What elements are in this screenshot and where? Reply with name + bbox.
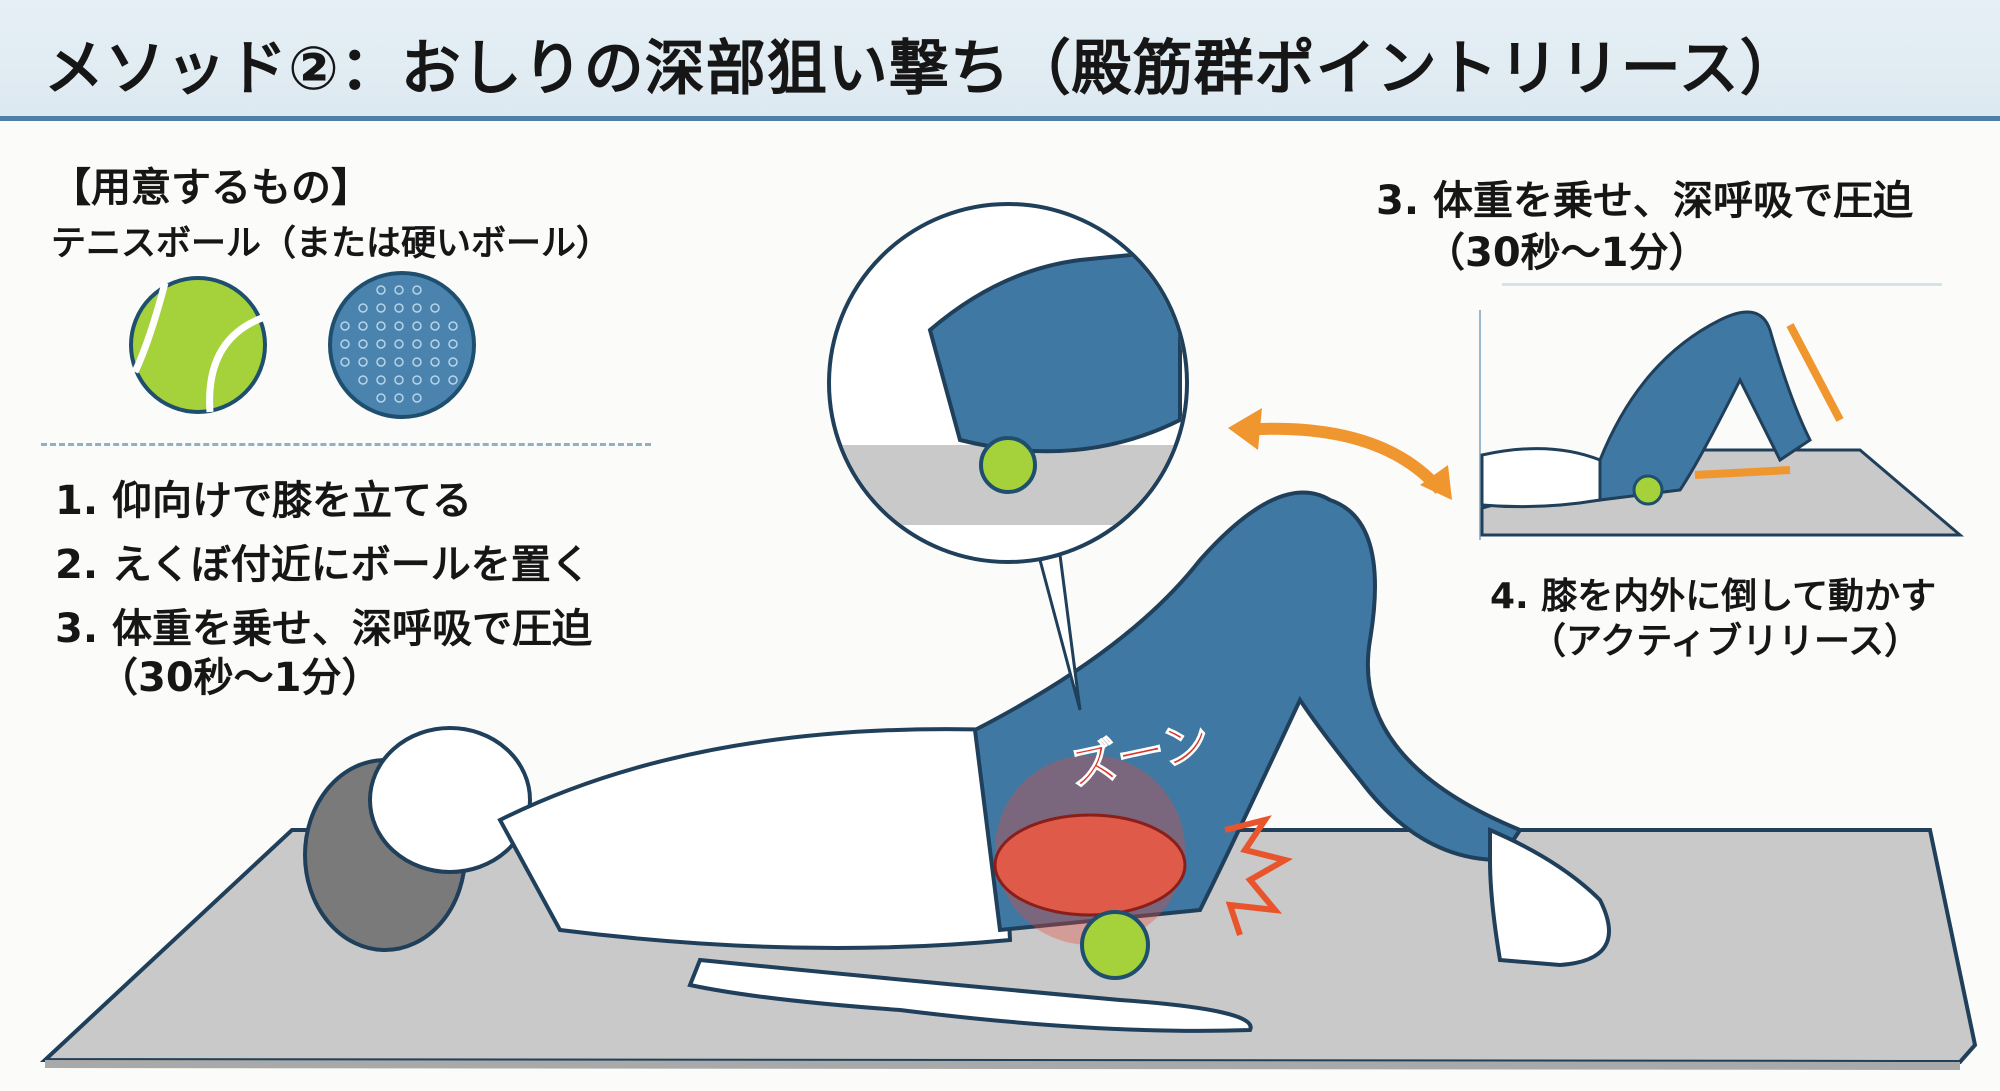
ball-dimple <box>412 285 422 295</box>
ball-dimple <box>430 357 440 367</box>
glute-muscle-highlight <box>993 755 1187 945</box>
supplies-item: テニスボール（または硬いボール） <box>51 224 612 264</box>
ball-dimple <box>376 375 386 385</box>
hard-ball-icon <box>328 271 476 419</box>
ball-dimple <box>376 393 386 403</box>
ball-dimple <box>394 357 404 367</box>
right-step-4: 4. 膝を内外に倒して動かす <box>1490 576 1937 617</box>
pain-burst-icon <box>1224 815 1293 936</box>
inset-active-release-illustration <box>1479 310 1965 540</box>
ball-dimple <box>394 375 404 385</box>
step-1: 1. 仰向けで膝を立てる <box>55 478 472 524</box>
tennis-ball-under-glute <box>1080 910 1150 980</box>
ball-dimple <box>430 375 440 385</box>
section-divider <box>41 443 651 446</box>
header-banner: メソッド②：おしりの深部狙い撃ち（殿筋群ポイントリリース） <box>0 0 2000 121</box>
page-title: メソッド②：おしりの深部狙い撃ち（殿筋群ポイントリリース） <box>44 34 1801 104</box>
ball-dimple <box>394 393 404 403</box>
step-3-duration: （30秒〜1分） <box>98 655 382 701</box>
ball-dimple <box>412 339 422 349</box>
supplies-heading: 【用意するもの】 <box>51 165 371 211</box>
ball-dimple <box>358 357 368 367</box>
ball-dimple <box>448 357 458 367</box>
ball-dimple <box>430 303 440 313</box>
ball-dimple <box>412 393 422 403</box>
ball-dimple <box>430 339 440 349</box>
right-step-4-note: （アクティブリリース） <box>1530 621 1921 662</box>
right-step-3-duration: （30秒〜1分） <box>1425 230 1709 276</box>
ball-dimple <box>340 321 350 331</box>
curved-double-arrow-icon <box>1239 422 1445 494</box>
ball-dimple <box>358 303 368 313</box>
ball-dimple <box>340 339 350 349</box>
ball-dimple <box>376 303 386 313</box>
ball-dimple <box>376 285 386 295</box>
zoom-detail-circle <box>827 202 1189 711</box>
ball-dimple <box>394 339 404 349</box>
step-2: 2. えくぼ付近にボールを置く <box>55 542 591 588</box>
right-divider <box>1502 283 1942 286</box>
ball-dimple <box>358 375 368 385</box>
ball-dimple <box>376 321 386 331</box>
ball-dimple <box>412 357 422 367</box>
ball-dimple <box>358 339 368 349</box>
ball-dimple <box>448 321 458 331</box>
ball-dimple <box>358 321 368 331</box>
ball-dimple <box>412 321 422 331</box>
tennis-ball-icon <box>129 276 267 414</box>
ball-dimple <box>412 375 422 385</box>
ball-dimple <box>448 339 458 349</box>
ball-dimple <box>448 375 458 385</box>
ball-dimple <box>376 339 386 349</box>
ball-dimple <box>430 321 440 331</box>
ball-dimple <box>394 321 404 331</box>
ball-dimple <box>394 285 404 295</box>
step-3: 3. 体重を乗せ、深呼吸で圧迫 <box>55 606 592 652</box>
ball-dimple <box>394 303 404 313</box>
ball-dimple <box>412 303 422 313</box>
right-step-3: 3. 体重を乗せ、深呼吸で圧迫 <box>1376 178 1913 224</box>
ball-dimple <box>340 357 350 367</box>
ball-dimple <box>376 357 386 367</box>
